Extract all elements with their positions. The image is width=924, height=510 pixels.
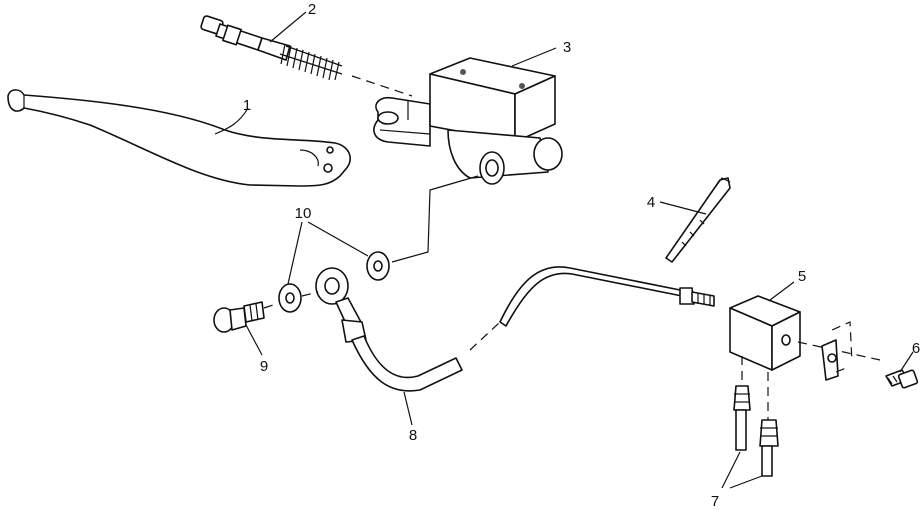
switch-terminals-part [733,356,779,477]
leader-7a [721,451,741,489]
callout-5: 5 [798,268,806,285]
leader-3 [511,47,557,67]
callout-4: 4 [647,194,655,211]
leader-6 [899,351,914,373]
callout-10: 10 [295,205,312,222]
leader-2 [269,11,307,43]
leader-10b [307,221,369,257]
callout-2: 2 [308,1,316,18]
callout-7: 7 [711,493,719,510]
spring-coils [279,43,343,81]
callout-1: 1 [243,97,251,114]
piston-spring-part [200,15,413,97]
master-cylinder-part [373,57,563,263]
leader-8 [403,391,413,426]
brake-lever-part [7,89,351,187]
brake-switch-part [729,295,881,381]
leader-1 [214,107,249,135]
leader-4 [659,201,707,215]
callout-6: 6 [912,340,920,357]
brake-hose-part [315,266,715,392]
callout-labels: 1 2 3 4 5 6 7 8 9 10 [243,1,920,510]
leader-10a [287,221,303,285]
sealing-washers-part [278,251,390,313]
cable-tie-part [665,177,731,263]
callout-9: 9 [260,358,268,375]
banjo-bolt-part [213,301,277,333]
callout-3: 3 [563,39,571,56]
switch-bolt-part [885,369,919,389]
leader-9 [245,324,263,356]
callout-8: 8 [409,427,417,444]
leader-5 [769,281,795,301]
leader-lines [214,11,914,489]
leader-7b [729,475,763,489]
